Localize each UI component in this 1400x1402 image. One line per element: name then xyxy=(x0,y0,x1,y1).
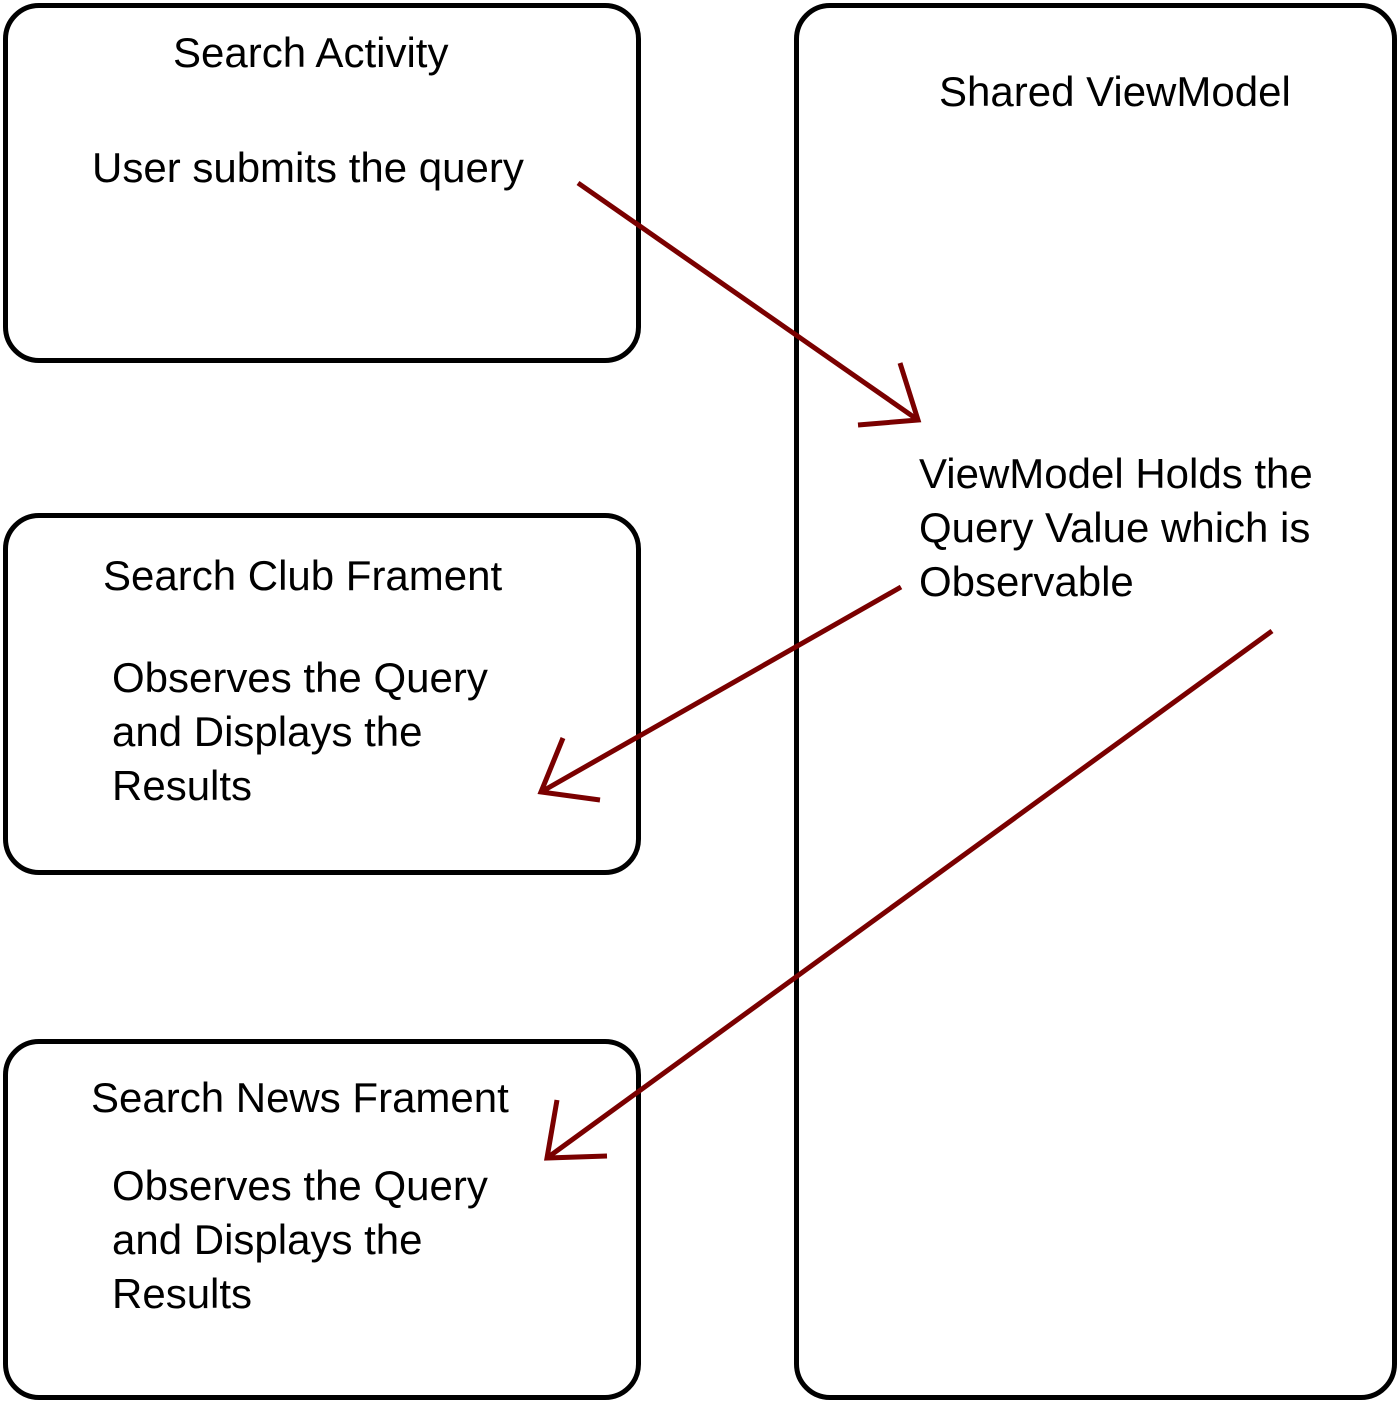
shared-viewmodel-box xyxy=(794,3,1397,1400)
arrow-viewmodel-to-news xyxy=(545,628,1274,1161)
search-club-fragment-title: Search Club Frament xyxy=(103,552,503,599)
search-news-fragment-body-line-1: Observes the Query xyxy=(112,1162,488,1209)
shared-viewmodel-body-line-2: Query Value which is xyxy=(919,504,1311,551)
arrow-head-news xyxy=(544,1099,608,1161)
shared-viewmodel-title: Shared ViewModel xyxy=(939,68,1291,115)
search-club-fragment-body-line-3: Results xyxy=(112,762,253,809)
arrow-head-club xyxy=(537,737,601,803)
search-activity-title: Search Activity xyxy=(173,29,449,76)
search-activity-body: User submits the query xyxy=(92,144,524,191)
search-club-fragment-body-line-1: Observes the Query xyxy=(112,654,488,701)
search-news-fragment-body-line-2: and Displays the xyxy=(112,1216,423,1263)
arrow-viewmodel-to-club xyxy=(539,584,903,795)
search-club-fragment-box xyxy=(3,513,641,875)
shared-viewmodel-body-line-1: ViewModel Holds the xyxy=(919,450,1313,497)
search-news-fragment-box xyxy=(3,1039,641,1400)
search-news-fragment-title: Search News Frament xyxy=(91,1074,509,1121)
search-news-fragment-body-line-3: Results xyxy=(112,1270,253,1317)
search-club-fragment-body-line-2: and Displays the xyxy=(112,708,423,755)
search-activity-box xyxy=(3,3,641,363)
arrow-activity-to-viewmodel xyxy=(576,180,920,423)
arrow-head-viewmodel xyxy=(857,362,922,428)
shared-viewmodel-body-line-3: Observable xyxy=(919,558,1134,605)
